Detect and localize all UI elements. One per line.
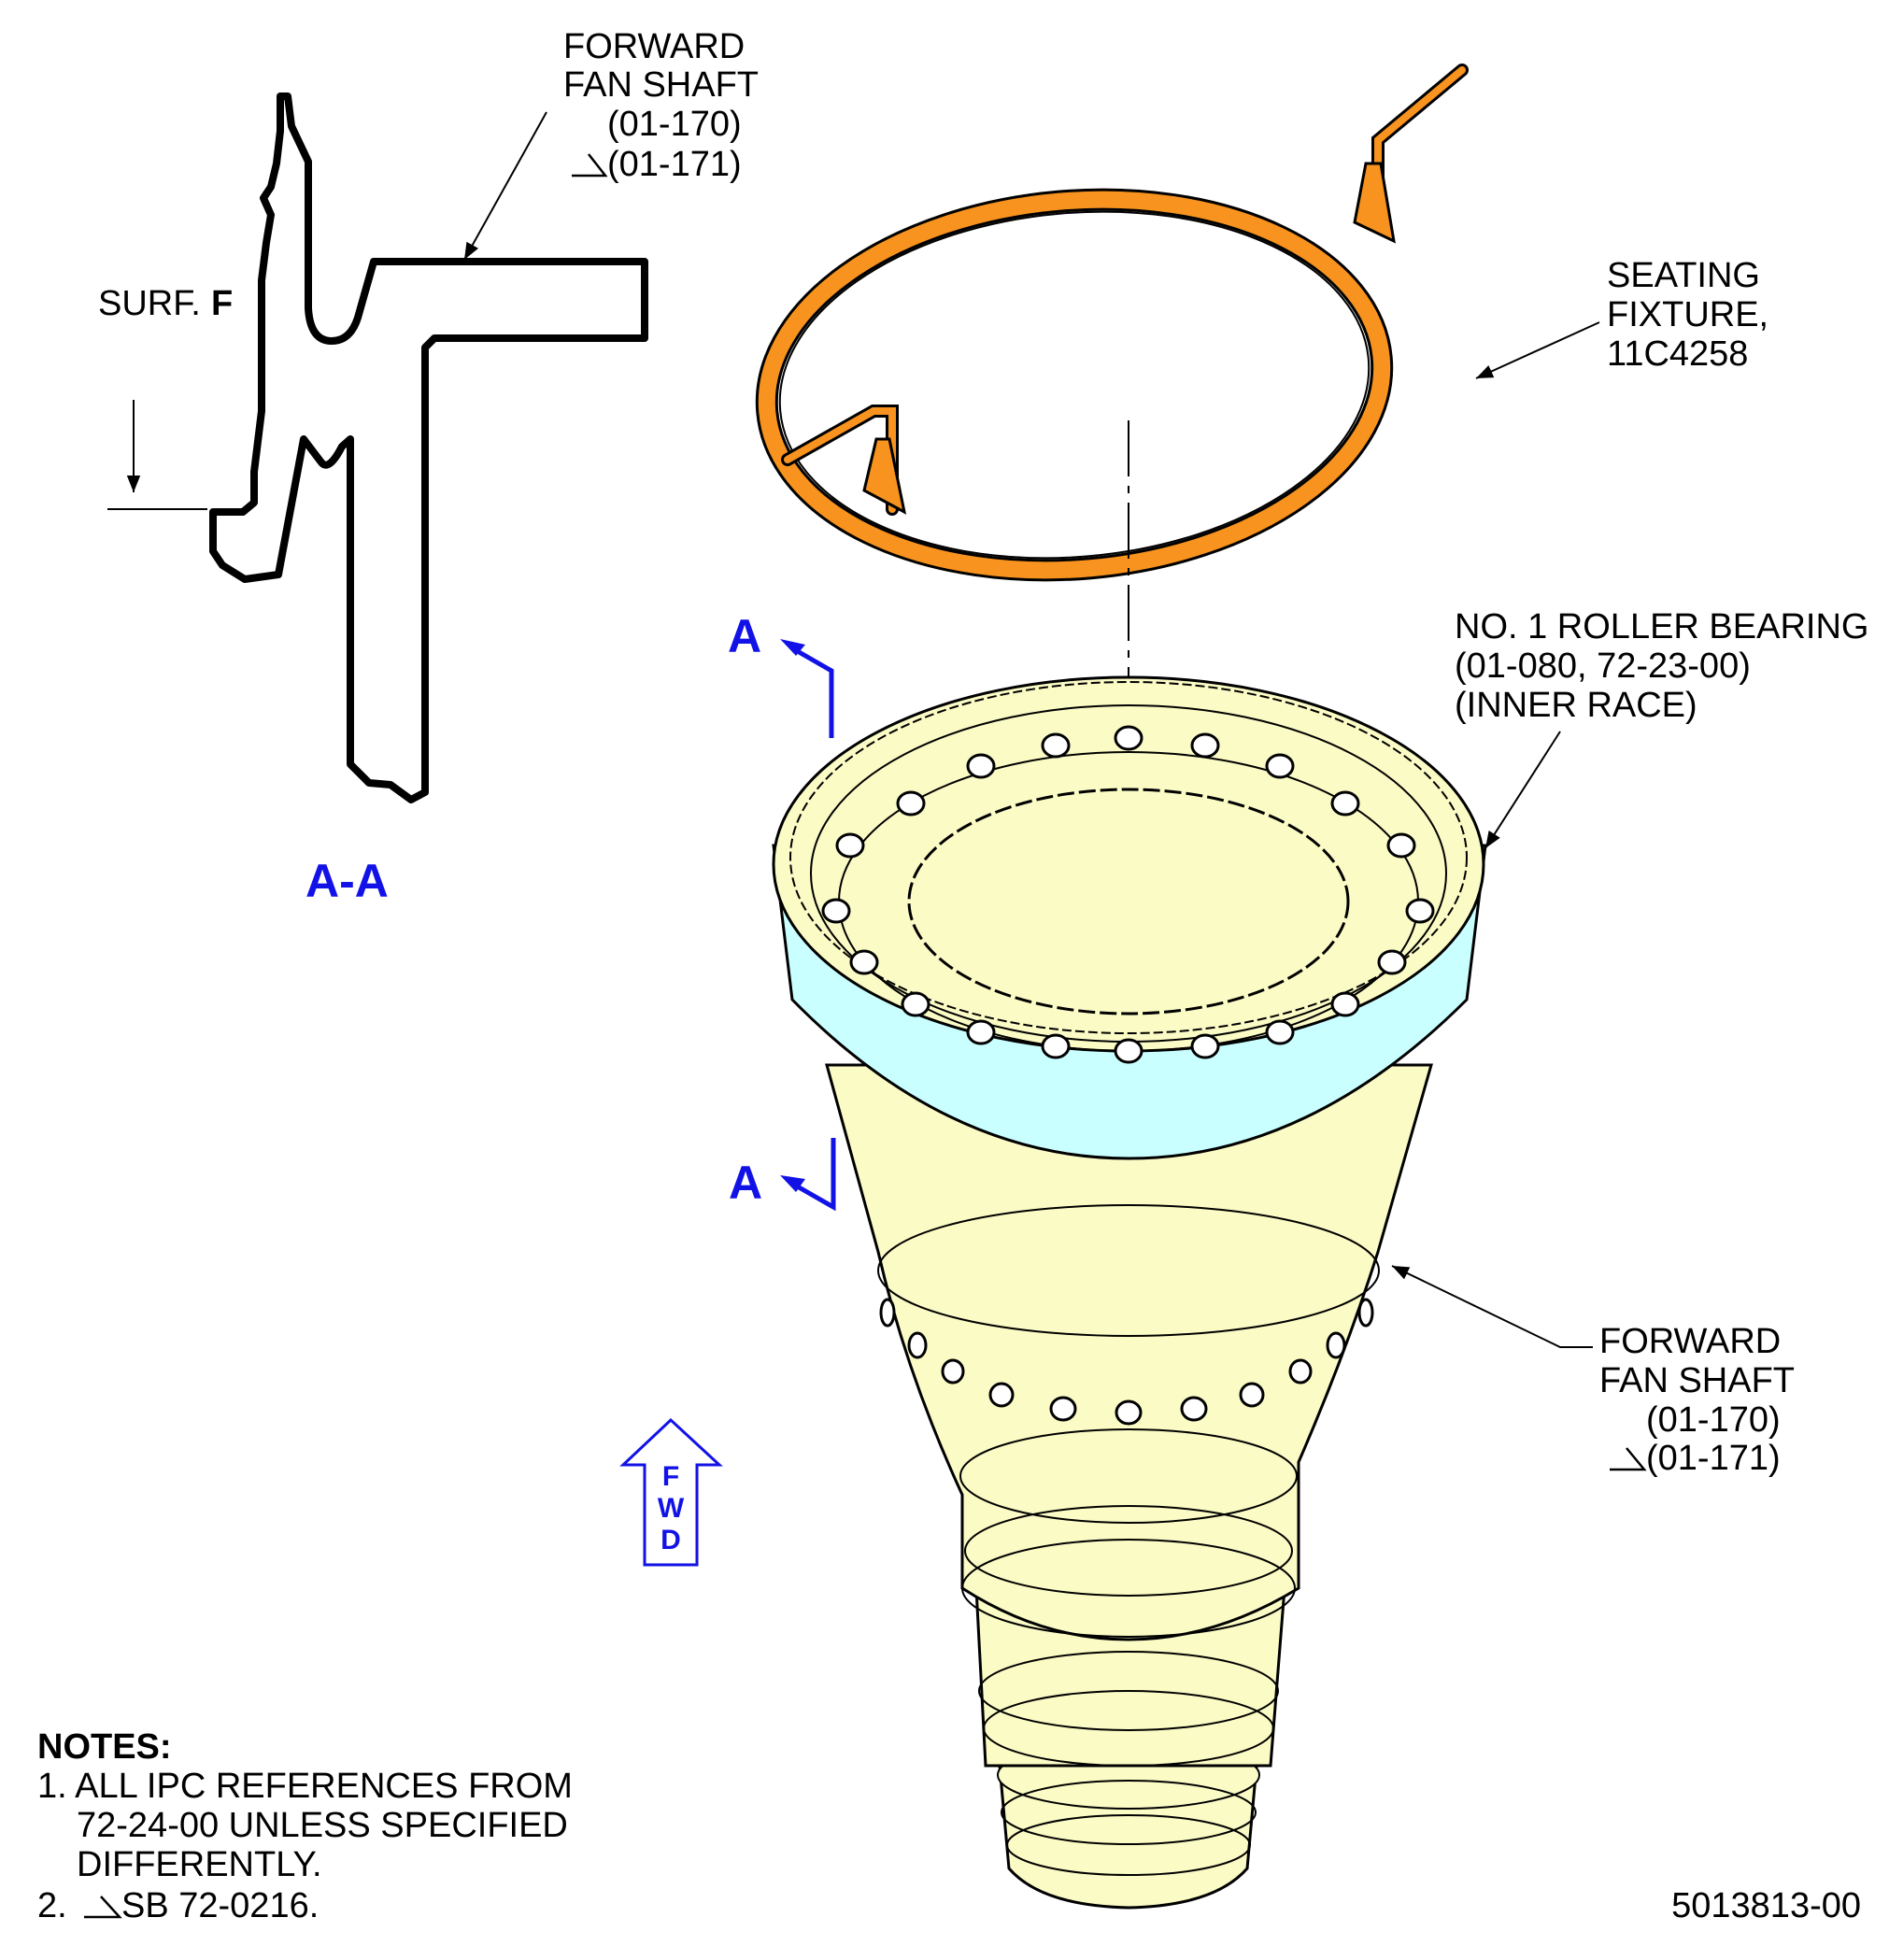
section-a-a-view: FORWARD FAN SHAFT (01-170) (01-171) SURF… [98,27,759,907]
fixture-left-gusset [862,437,907,515]
note-line-3: DIFFERENTLY. [77,1845,322,1884]
section-marker-top: A [728,610,834,738]
fan-shaft-leader [1391,1265,1593,1348]
fan-shaft-label-line1: FORWARD [1599,1322,1781,1361]
fwd-letter-f: F [662,1461,679,1492]
roller-bearing-label-line2: (01-080, 72-23-00) [1455,646,1751,686]
notes-title: NOTES: [37,1727,172,1767]
section-marker-bottom-letter: A [729,1157,762,1209]
section-leader-line [463,111,547,261]
section-part-label-line3: (01-170) [607,105,742,144]
roller-bearing-leader [1484,731,1561,849]
fwd-letter-w: W [658,1493,685,1524]
section-part-label-line2: FAN SHAFT [563,65,759,105]
surface-label: SURF. [98,284,201,323]
fwd-letter-d: D [660,1525,681,1555]
note-line-2: 72-24-00 UNLESS SPECIFIED [77,1806,568,1845]
seating-fixture-label-line3: 11C4258 [1607,334,1748,374]
shaft-hole-row [879,1298,1374,1426]
forward-fan-shaft [772,675,1487,1910]
section-part-label-line4: (01-171) [607,145,742,184]
figure-number: 5013813-00 [1671,1886,1861,1925]
seating-fixture-label-line1: SEATING [1607,256,1760,295]
fwd-arrow-outline [619,1417,723,1567]
fixture-right-gusset [1353,162,1396,244]
section-marker-bottom: A [729,1138,836,1212]
fan-shaft-label-line4: (01-171) [1646,1439,1781,1478]
note-line-1: 1. ALL IPC REFERENCES FROM [37,1767,573,1806]
fixture-ring-fill [758,191,1391,579]
notes-block: NOTES: 1. ALL IPC REFERENCES FROM 72-24-… [37,1727,573,1925]
seating-fixture-label-line2: FIXTURE, [1607,295,1768,334]
seating-fixture-leader [1475,321,1600,379]
section-profile-outline [209,92,648,803]
section-part-label-line1: FORWARD [563,27,745,66]
roller-bearing-label-line3: (INNER RACE) [1455,686,1697,725]
effectivity-triangle-icon [572,153,608,178]
fan-shaft-effectivity-triangle-icon [1610,1447,1647,1471]
section-marker-top-letter: A [728,610,761,662]
fan-shaft-label-line2: FAN SHAFT [1599,1361,1795,1400]
surface-letter: F [211,284,233,323]
fixture-right-hook [1371,64,1469,229]
note-effectivity-triangle-icon [84,1896,122,1919]
section-view-title: A-A [305,855,389,907]
note-line-4-number: 2. [37,1886,67,1925]
seating-fixture [755,64,1469,582]
flange-hole-ring [821,725,1435,1064]
fixture-ring-inner-line [778,210,1371,560]
note-line-4-text: SB 72-0216. [121,1886,319,1925]
roller-bearing-label-line1: NO. 1 ROLLER BEARING [1455,607,1868,646]
fwd-arrow: F W D [619,1417,723,1567]
fan-shaft-label-line3: (01-170) [1646,1400,1781,1440]
shaft-spline-bore [907,788,1350,1016]
